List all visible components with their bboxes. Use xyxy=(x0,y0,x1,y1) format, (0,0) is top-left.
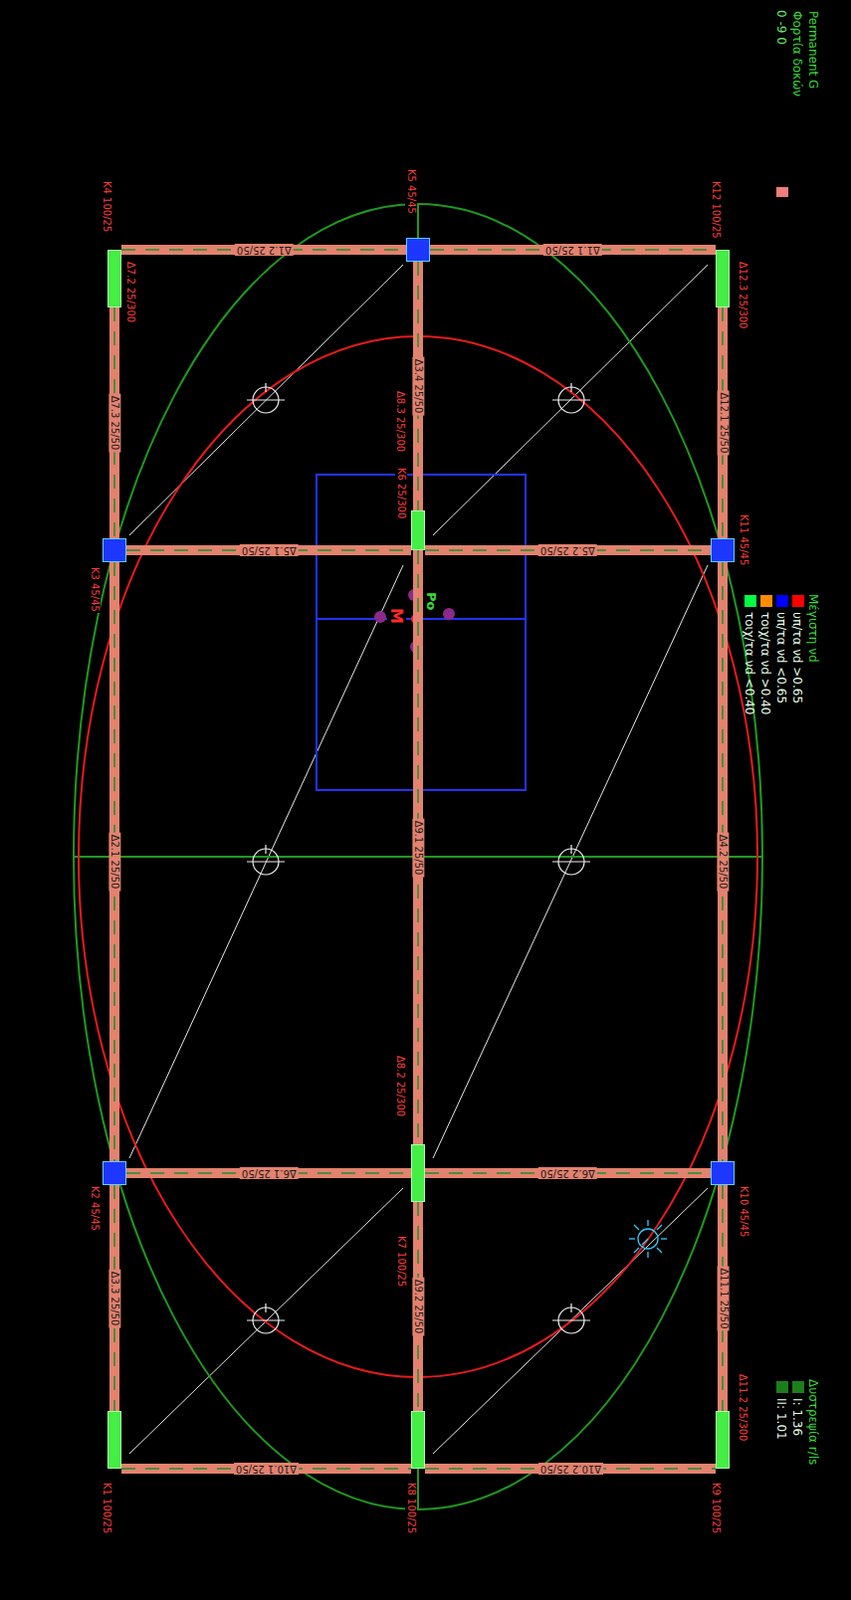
column-label: K5 45/45 xyxy=(405,168,418,215)
slab-symbol xyxy=(246,845,285,875)
torsion-ellipse xyxy=(73,204,763,1510)
column-square: K5 45/45 xyxy=(406,237,430,262)
mass-point xyxy=(374,611,387,624)
legend-swatch xyxy=(776,1381,789,1394)
wall-column: K1 100/25 xyxy=(107,1411,122,1470)
beam-label: Δ5.1 25/50 xyxy=(239,544,299,557)
legend-swatch xyxy=(792,595,805,608)
column-label: K11 45/45 xyxy=(737,513,750,567)
mass-centre-label: M xyxy=(387,607,407,626)
beam xyxy=(121,1464,412,1475)
beam xyxy=(126,545,412,556)
wall-label: Δ7.2 25/300 xyxy=(124,260,137,324)
legend-text: τοιχ/τα νd <0.40 xyxy=(742,612,757,715)
column-label: K3 45/45 xyxy=(88,566,101,614)
slab-diagonal xyxy=(129,1188,404,1455)
column-label: K4 100/25 xyxy=(100,180,113,233)
column-square: K10 45/45 xyxy=(710,1161,735,1186)
slab-diagonal xyxy=(129,565,404,1159)
beam-label: Δ9.2 25/50 xyxy=(412,1277,425,1337)
legend-heading: Μέγιστη νd xyxy=(806,593,821,664)
legend-swatch xyxy=(792,1381,805,1394)
slab-symbol xyxy=(246,383,285,414)
legend-text: II: 1.01 xyxy=(774,1398,789,1441)
beam-label: Δ10.2 25/50 xyxy=(538,1463,604,1476)
beam xyxy=(425,1168,711,1179)
slab-symbol xyxy=(552,383,591,414)
beam xyxy=(126,1168,412,1179)
legend-heading: Φορτία δοκών xyxy=(790,9,805,98)
column-label: K7 100/25 xyxy=(395,1235,408,1288)
column-label: K12 100/25 xyxy=(709,180,722,240)
slab-symbol xyxy=(552,1303,591,1334)
beam-label: Δ3.3 25/50 xyxy=(108,1269,121,1328)
wall-column: K9 100/25 xyxy=(715,1411,730,1470)
legend-text: υπ/τα νd >0.65 xyxy=(790,612,805,704)
legend-swatch xyxy=(776,595,789,608)
legend-swatch xyxy=(744,595,757,608)
wall-column: K8 100/25 xyxy=(411,1411,426,1470)
slab-symbols xyxy=(246,383,591,1334)
column-label: K8 100/25 xyxy=(405,1482,418,1535)
beam-label: Δ4.2 25/50 xyxy=(716,833,729,892)
beam-label: Δ1.1 25/50 xyxy=(543,243,603,256)
column-label: K9 100/25 xyxy=(709,1482,722,1535)
beam xyxy=(121,244,407,255)
beam-label: Δ1.2 25/50 xyxy=(234,243,294,256)
wall-column: K7 100/25 xyxy=(411,1144,426,1203)
slab-diagonal xyxy=(432,264,708,536)
beam-label: Δ11.1 25/50 xyxy=(716,1266,729,1331)
legend-heading: Permanent G xyxy=(806,9,821,90)
beam xyxy=(429,244,716,255)
legend-swatch xyxy=(776,187,789,198)
legend-text: 0 -9 0 xyxy=(774,9,789,45)
beam-label: Δ6.2 25/50 xyxy=(538,1167,598,1180)
wall-label: Δ11.2 25/300 xyxy=(736,1373,749,1443)
column-square: K2 45/45 xyxy=(102,1161,127,1186)
beam-label: Δ5.2 25/50 xyxy=(538,544,598,557)
column-label: K6 25/300 xyxy=(395,466,408,520)
beam-label: Δ3.4 25/50 xyxy=(412,357,425,417)
rigidity-centre-label: Po xyxy=(423,591,439,612)
column-label: K10 45/45 xyxy=(737,1185,750,1239)
beam xyxy=(425,545,711,556)
column-square: K11 45/45 xyxy=(710,538,735,563)
beam-label: Δ9.1 25/50 xyxy=(412,818,425,877)
wall-label: Δ12.3 25/300 xyxy=(736,260,749,330)
legend-heading: Δυστρεψία r/ls xyxy=(806,1378,821,1467)
wall-label: Δ8.3 25/300 xyxy=(394,390,407,453)
wall-column: K4 100/25 xyxy=(107,249,122,308)
column-label: K2 45/45 xyxy=(88,1185,101,1233)
slab-symbol xyxy=(246,1303,285,1334)
wall-label: Δ8.2 25/300 xyxy=(394,1055,407,1118)
wall-column: K12 100/25 xyxy=(715,249,730,308)
legend-text: τοιχ/τα νd >0.40 xyxy=(758,612,773,715)
mass-point xyxy=(442,608,455,621)
beam-label: Δ7.3 25/50 xyxy=(108,394,121,453)
slab-diagonal xyxy=(129,264,404,536)
slab-diagonal xyxy=(432,565,708,1159)
beam-label: Δ12.1 25/50 xyxy=(716,390,729,455)
slab-diagonal xyxy=(432,1188,708,1455)
beam-label: Δ10.1 25/50 xyxy=(233,1463,299,1476)
legend-text: I: 1.36 xyxy=(790,1398,805,1437)
column-label: K1 100/25 xyxy=(100,1482,113,1535)
beam xyxy=(425,1464,716,1475)
wall-column: K6 25/300 xyxy=(411,510,426,551)
orientation-icon xyxy=(629,1220,667,1259)
beam-label: Δ2.1 25/50 xyxy=(108,833,121,892)
legend-text: υπ/τα νd <0.65 xyxy=(774,612,789,704)
legend-swatch xyxy=(760,595,773,608)
column-square: K3 45/45 xyxy=(102,538,127,563)
beam-label: Δ6.1 25/50 xyxy=(239,1167,299,1180)
slab-symbol xyxy=(552,845,591,875)
